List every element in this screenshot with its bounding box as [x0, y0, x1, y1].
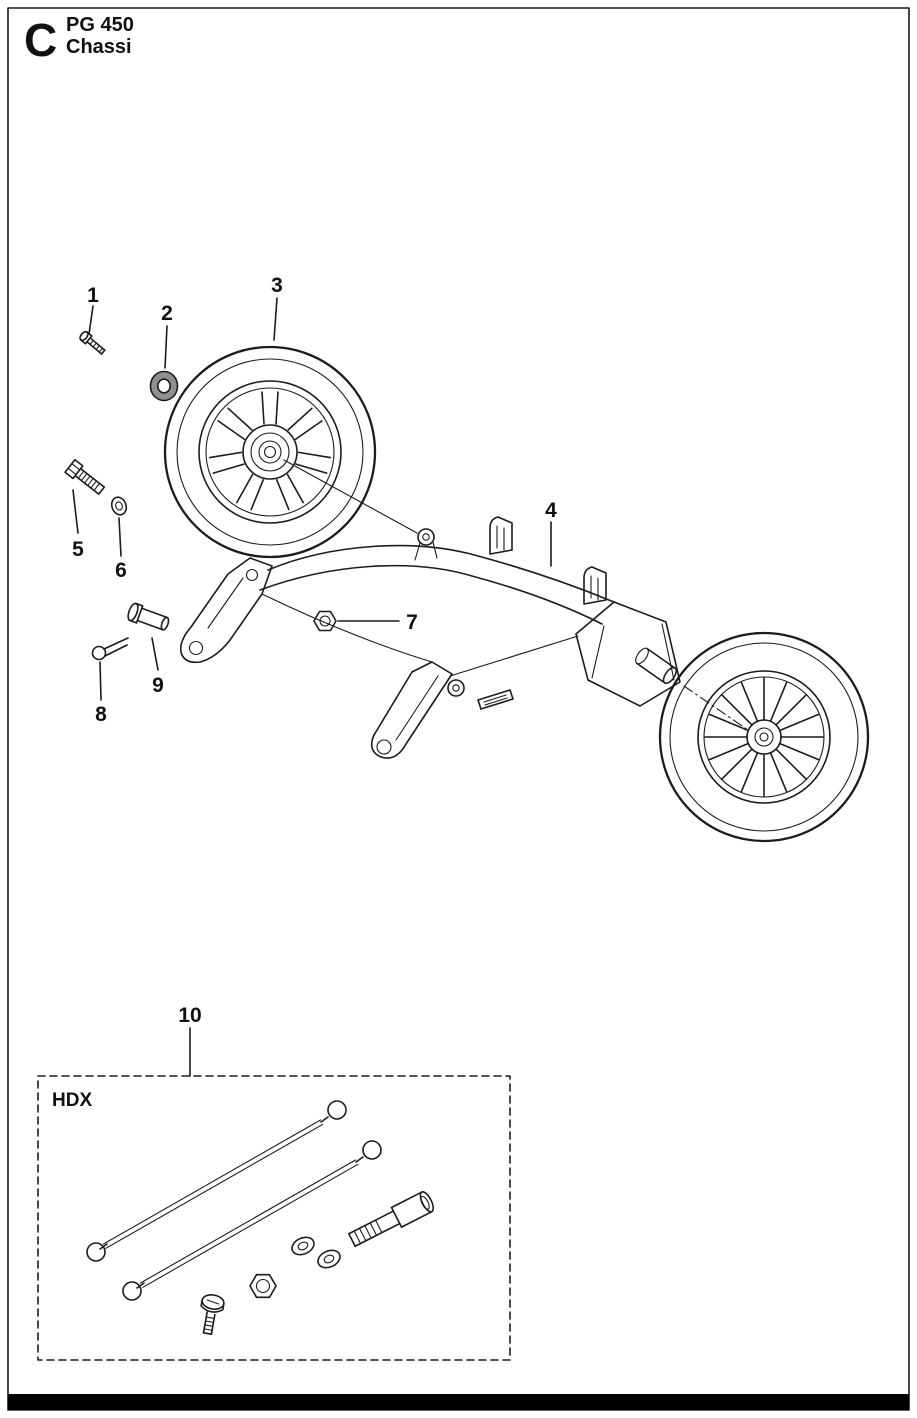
part-label-1: 1	[87, 284, 99, 307]
grommet-part-2	[149, 370, 179, 402]
front-wheel	[163, 345, 377, 559]
cable-1	[86, 1100, 347, 1262]
part-label-8: 8	[95, 703, 107, 726]
part-label-2: 2	[161, 302, 173, 325]
front-wheel-spokes	[208, 391, 332, 511]
washer-part-6	[110, 496, 128, 516]
page-title: Chassi	[66, 36, 132, 58]
header: C PG 450 Chassi	[24, 14, 134, 66]
rear-wheel-spokes	[704, 677, 824, 797]
hdx-kit-box: HDX	[37, 1075, 511, 1361]
rear-wheel	[658, 631, 870, 843]
axle-pin-part-9	[127, 602, 170, 631]
cotter-pin-part-8	[91, 637, 129, 661]
axle-axis-line	[683, 685, 749, 731]
kit-hex-nut	[249, 1273, 277, 1299]
cable-2	[122, 1140, 382, 1301]
kit-washer-2	[317, 1249, 341, 1269]
part-label-3: 3	[271, 274, 283, 297]
front-wheel-hub	[242, 424, 298, 480]
rear-wheel-hub	[746, 719, 782, 755]
part-label-6: 6	[115, 559, 127, 582]
chassis-frame	[179, 516, 749, 759]
part-label-9: 9	[152, 674, 164, 697]
socket-head-bolt	[348, 1191, 435, 1248]
part-label-5: 5	[72, 538, 84, 561]
axle-stub	[635, 647, 677, 685]
front-axle-axis-line	[283, 459, 418, 534]
bolt-part-5	[64, 458, 106, 495]
part-label-7: 7	[406, 611, 418, 634]
hdx-kit-label: HDX	[52, 1090, 92, 1111]
bottom-bar	[8, 1394, 909, 1410]
nut-part-7	[313, 610, 337, 632]
section-letter: C	[24, 14, 57, 66]
kit-pan-screw	[200, 1294, 225, 1336]
page-border	[7, 7, 910, 1411]
part-label-10: 10	[178, 1004, 201, 1027]
leader-lines	[72, 297, 552, 1077]
model-name: PG 450	[66, 14, 134, 36]
screw-part-1	[79, 330, 106, 355]
part-label-4: 4	[545, 499, 557, 522]
kit-washer-1	[291, 1236, 315, 1256]
